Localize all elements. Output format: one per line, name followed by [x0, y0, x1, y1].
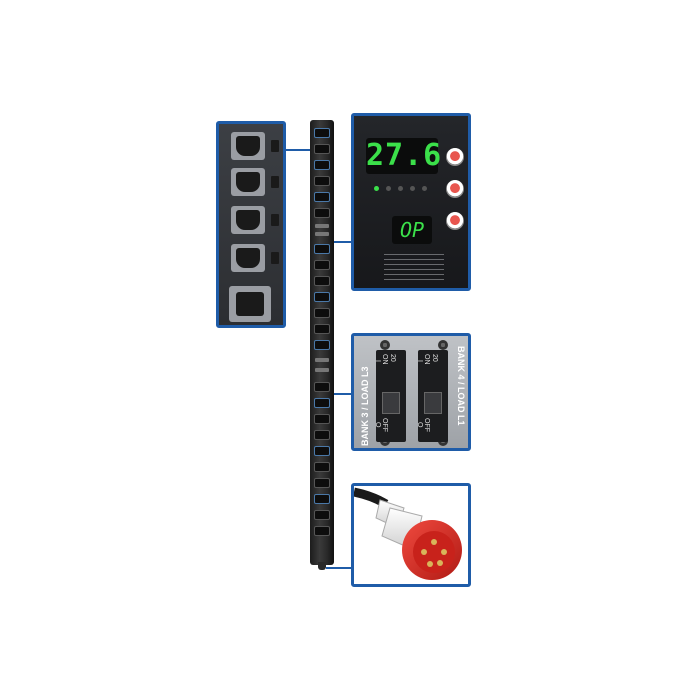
c13-outlet — [231, 132, 265, 160]
pdu-cord-exit — [318, 562, 326, 570]
pdu-outlet — [314, 260, 330, 270]
pdu-outlet — [314, 176, 330, 186]
pdu-outlet — [314, 144, 330, 154]
pdu-outlet — [314, 244, 330, 254]
outlet-latch — [271, 252, 279, 264]
pdu-breaker-module — [315, 368, 329, 372]
screw-icon — [438, 340, 448, 350]
breaker-left-on-symbol: I — [374, 360, 381, 362]
breaker-right-off-symbol: O — [416, 422, 423, 428]
pdu-display-module — [315, 224, 329, 228]
display-button-up-icon — [446, 148, 464, 166]
pdu-outlet — [314, 292, 330, 302]
pdu-outlet — [314, 208, 330, 218]
iec60309-plug-icon — [354, 487, 462, 580]
pdu-outlet — [314, 398, 330, 408]
pdu-outlet — [314, 494, 330, 504]
display-callout-panel: 27.6 OP — [351, 113, 471, 291]
pdu-breaker-module — [315, 358, 329, 362]
status-led-icon — [374, 186, 379, 191]
pdu-outlet — [314, 430, 330, 440]
pdu-outlet — [314, 478, 330, 488]
pdu-strip — [310, 120, 334, 565]
status-led-icon — [410, 186, 415, 191]
pdu-outlet — [314, 324, 330, 334]
status-led-icon — [386, 186, 391, 191]
outlet-latch — [271, 214, 279, 226]
breaker-right: 20 ON I OFF O — [416, 350, 448, 442]
breaker-right-off: OFF — [423, 418, 430, 432]
fine-print-icon — [384, 254, 444, 284]
callout-line-display — [334, 241, 351, 243]
outlets-callout-panel — [216, 121, 286, 328]
breaker-right-on: ON — [423, 354, 430, 365]
pdu-outlet — [314, 160, 330, 170]
pdu-outlet — [314, 308, 330, 318]
pdu-outlet — [314, 526, 330, 536]
pdu-outlet — [314, 382, 330, 392]
pdu-outlet — [314, 446, 330, 456]
c13-outlet — [231, 206, 265, 234]
pdu-display-module — [315, 232, 329, 236]
pdu-outlet — [314, 192, 330, 202]
pdu-outlet — [314, 462, 330, 472]
breaker-left: 20 ON I OFF O — [374, 350, 406, 442]
pdu-outlet — [314, 276, 330, 286]
display-button-select-icon — [446, 180, 464, 198]
outlet-latch — [271, 140, 279, 152]
breakers-callout-panel: BANK 3 / LOAD L3 20 ON I OFF O 20 ON I O… — [351, 333, 471, 451]
breaker-left-off: OFF — [381, 418, 388, 432]
status-led-icon — [398, 186, 403, 191]
mode-readout: OP — [392, 216, 432, 244]
pdu-outlet — [314, 510, 330, 520]
callout-line-outlets — [286, 149, 310, 151]
breaker-left-off-symbol: O — [374, 422, 381, 428]
breaker-left-label: BANK 3 / LOAD L3 — [360, 366, 370, 446]
c19-outlet — [229, 286, 271, 322]
c13-outlet — [231, 244, 265, 272]
breaker-left-rating: 20 — [389, 354, 396, 362]
pdu-outlet — [314, 340, 330, 350]
status-led-icon — [422, 186, 427, 191]
breaker-right-label: BANK 4 / LOAD L1 — [456, 346, 466, 426]
callout-line-plug — [326, 567, 351, 569]
breaker-right-on-symbol: I — [416, 360, 423, 362]
outlet-latch — [271, 176, 279, 188]
screw-icon — [380, 340, 390, 350]
breaker-right-rating: 20 — [431, 354, 438, 362]
plug-callout-panel — [351, 483, 471, 587]
breaker-left-toggle — [382, 392, 400, 414]
c13-outlet — [231, 168, 265, 196]
pdu-outlet — [314, 128, 330, 138]
callout-line-breakers — [334, 393, 351, 395]
breaker-right-toggle — [424, 392, 442, 414]
breaker-left-on: ON — [381, 354, 388, 365]
current-readout: 27.6 — [366, 138, 443, 174]
display-button-down-icon — [446, 212, 464, 230]
pdu-outlet — [314, 414, 330, 424]
